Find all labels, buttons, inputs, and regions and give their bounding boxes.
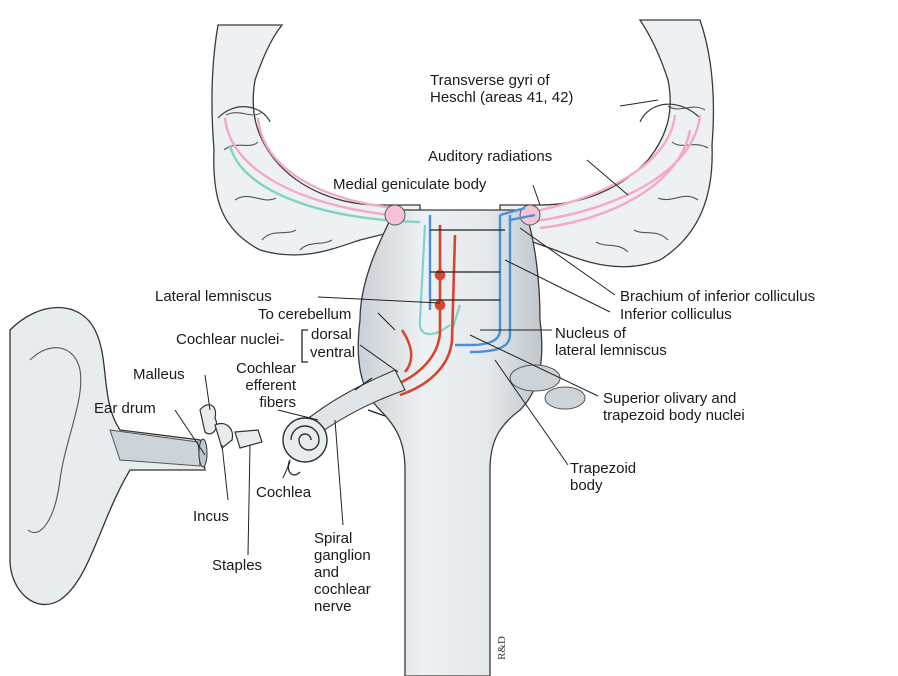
incus-label: Incus [193,508,229,525]
heschl-gyri [218,104,700,122]
superior-olivary-nucleus [510,365,560,391]
brainstem [358,210,585,676]
ear-drum-label: Ear drum [94,400,156,417]
brachium-label: Brachium of inferior colliculus [620,288,815,305]
cochlear-nuclei-label: Cochlear nuclei- [176,331,284,348]
nucleus-lateral-lemniscus-label: Nucleus of lateral lemniscus [555,325,667,359]
cochlear-efferent-label: Cochlear efferent fibers [236,360,296,411]
spiral-ganglion-label: Spiral ganglion and cochlear nerve [314,530,371,615]
incus-bone [215,423,233,448]
superior-olivary-label: Superior olivary and trapezoid body nucl… [603,390,745,424]
auditory-radiations-label: Auditory radiations [428,148,552,165]
right-hemisphere [500,20,714,267]
cochlear-nuclei-bracket [302,330,308,362]
dorsal-label: dorsal [311,326,352,343]
staples-label: Staples [212,557,262,574]
ventral-label: ventral [310,344,355,361]
cochlea [283,418,327,475]
trapezoid-nucleus [545,387,585,409]
malleus-bone [200,405,217,434]
ear-drum-membrane [199,439,207,467]
to-cerebellum-label: To cerebellum [258,306,351,323]
trapezoid-body-label: Trapezoid body [570,460,636,494]
transverse-gyri-label: Transverse gyri of Heschl (areas 41, 42) [430,72,573,106]
inferior-colliculus-label: Inferior colliculus [620,306,732,323]
staples-bone [235,430,262,448]
medial-geniculate-label: Medial geniculate body [333,176,486,193]
lateral-lemniscus-label: Lateral lemniscus [155,288,272,305]
ossicles [200,405,262,448]
artist-signature: R&D [496,636,508,660]
midbrain-pons [358,210,542,676]
left-medial-geniculate [385,205,405,225]
malleus-label: Malleus [133,366,185,383]
cochlea-label: Cochlea [256,484,311,501]
outer-ear [10,308,207,605]
